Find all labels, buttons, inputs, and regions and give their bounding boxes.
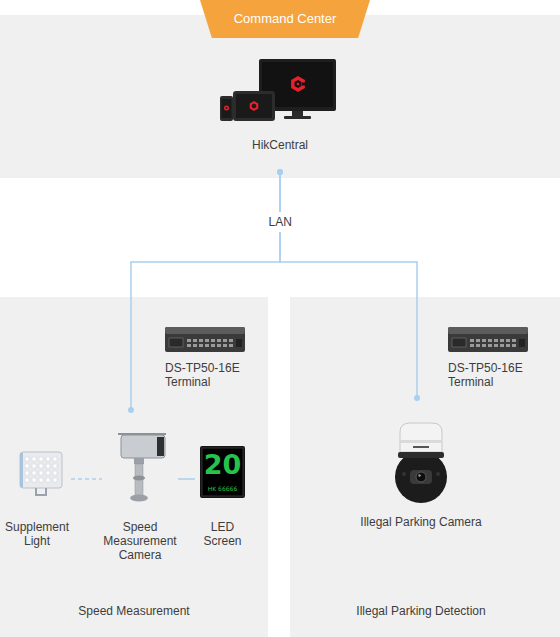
dome-camera-icon: [398, 452, 444, 458]
supplement-light-icon: [20, 452, 62, 495]
dome-camera-icon: [418, 474, 420, 476]
supplement-light-icon: [24, 456, 59, 484]
monitor-icon: [259, 59, 336, 119]
platform-node: HikCentral: [215, 55, 345, 172]
terminal-icon: [448, 327, 528, 352]
phone-icon: [226, 107, 228, 109]
dome-camera-icon: [413, 446, 429, 448]
monitor-icon: [295, 80, 302, 88]
connector-dot: [128, 407, 134, 413]
phone-icon: [220, 96, 233, 121]
speed-camera-icon: [118, 434, 166, 502]
dome-camera-icon: [402, 472, 406, 476]
device-label: Supplement Light: [3, 520, 71, 548]
speed-camera-icon: [135, 464, 143, 496]
connector-line: [131, 172, 280, 410]
led-screen-icon: [200, 446, 245, 498]
connector-dot: [277, 169, 283, 175]
device-node: Speed Measurement Camera: [102, 410, 178, 565]
monitor-icon: [262, 62, 333, 107]
device-label: LED Screen: [195, 520, 250, 548]
dome-camera-icon: [395, 423, 447, 503]
command-center-band: Command CenterHikCentral: [0, 15, 560, 178]
device-node: Supplement Light: [3, 445, 71, 565]
device-label: Speed Measurement Camera: [102, 520, 178, 562]
device-node: Illegal Parking Camera: [356, 398, 486, 538]
connector-dot: [414, 395, 420, 401]
panel-title: Speed Measurement: [0, 604, 268, 618]
supplement-light-icon: [20, 452, 62, 488]
tablet-icon: [250, 101, 259, 111]
phone-icon: [224, 106, 229, 111]
phone-icon: [222, 99, 232, 118]
network-label: LAN: [267, 212, 294, 232]
speed-camera-icon: [121, 435, 165, 458]
monitor-icon: [297, 83, 300, 86]
tablet-icon: [252, 104, 256, 109]
connector-line: [178, 478, 195, 480]
monitor-icon: [291, 76, 305, 92]
monitor-icon: [284, 116, 311, 119]
speed-camera-icon: [118, 433, 166, 435]
dome-camera-icon: [395, 458, 447, 503]
connector-dot: [277, 169, 283, 175]
phone-icon: [220, 96, 233, 121]
device-label: DS-TP50-16E Terminal: [448, 361, 534, 389]
supplement-light-icon: [20, 453, 23, 487]
terminal-node: DS-TP50-16E Terminal: [160, 322, 260, 388]
dome-camera-icon: [410, 470, 432, 484]
speed-camera-icon: [134, 458, 144, 464]
connector-line: [71, 478, 102, 480]
terminal-icon: [165, 327, 245, 352]
led-screen-icon: [200, 446, 245, 498]
monitor-icon: [302, 83, 306, 86]
connector-line: [280, 172, 417, 398]
supplement-light-icon: [36, 488, 46, 495]
speed-camera-icon: [157, 437, 164, 456]
dome-camera-icon: [436, 472, 440, 476]
band-tab-title: Command Center: [200, 0, 370, 38]
device-label: HikCentral: [215, 138, 345, 152]
monitor-icon: [292, 111, 303, 116]
panel-title: Illegal Parking Detection: [290, 604, 552, 618]
monitor-icon: [259, 59, 336, 111]
terminal-node: DS-TP50-16E Terminal: [443, 322, 543, 388]
tablet-icon: [233, 91, 275, 121]
speed-camera-icon: [130, 495, 148, 502]
speed-camera-icon: [133, 476, 145, 481]
tablet-icon: [236, 94, 272, 118]
dome-camera-icon: [400, 423, 442, 452]
dome-camera-icon: [400, 440, 442, 443]
scenario-panel: Illegal Parking Detection DS-TP50-16E Ter…: [290, 297, 560, 637]
dome-camera-icon: [416, 472, 426, 482]
tablet-icon: [233, 91, 275, 121]
device-label: Illegal Parking Camera: [356, 515, 486, 529]
plate-readout: HK 66666: [200, 485, 245, 493]
speed-readout: 20: [200, 450, 245, 480]
device-label: DS-TP50-16E Terminal: [165, 361, 251, 389]
